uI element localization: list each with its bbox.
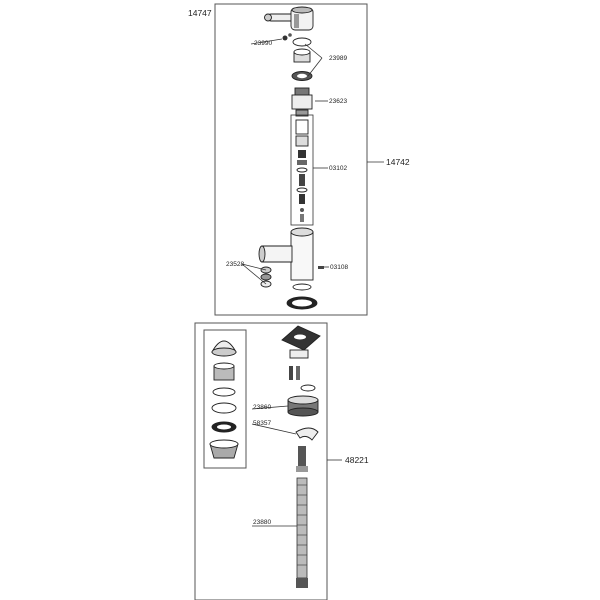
part-label-23860: 23860: [253, 404, 271, 411]
upper-assembly-frame: [214, 3, 368, 316]
part-label-23623: 23623: [329, 98, 347, 105]
screw-03108: [318, 266, 324, 269]
faucet-body-spout: [258, 227, 314, 281]
part-label-23990: 23990: [254, 40, 272, 47]
lift-rod-head: [281, 325, 321, 359]
drain-plug-kit: [209, 340, 239, 459]
supply-hose-23880: [296, 446, 308, 588]
assembly-label-48221: 48221: [345, 455, 369, 465]
aerator-23528: [260, 266, 272, 288]
part-label-23989: 23989: [329, 55, 347, 62]
bonnet-23623: [291, 87, 313, 117]
part-label-23880: 23880: [253, 519, 271, 526]
set-screw: [282, 33, 292, 41]
part-label-03102: 03102: [329, 165, 347, 172]
part-label-03108: 03108: [330, 264, 348, 271]
part-label-23528: 23528: [226, 261, 244, 268]
ring-set-23989: [291, 37, 313, 81]
assembly-label-14747: 14747: [188, 8, 212, 18]
mounting-nut-23860: [287, 395, 319, 417]
drain-kit-frame: [203, 329, 247, 469]
assembly-label-14742: 14742: [386, 157, 410, 167]
handle-lever: [264, 6, 314, 31]
clip-58357: [295, 427, 319, 441]
linkage-parts: [289, 366, 316, 392]
cartridge-03102: [290, 114, 314, 226]
lower-assembly-frame: [194, 322, 328, 600]
part-label-58357: 58357: [253, 420, 271, 427]
base-gasket-rings: [286, 283, 318, 310]
